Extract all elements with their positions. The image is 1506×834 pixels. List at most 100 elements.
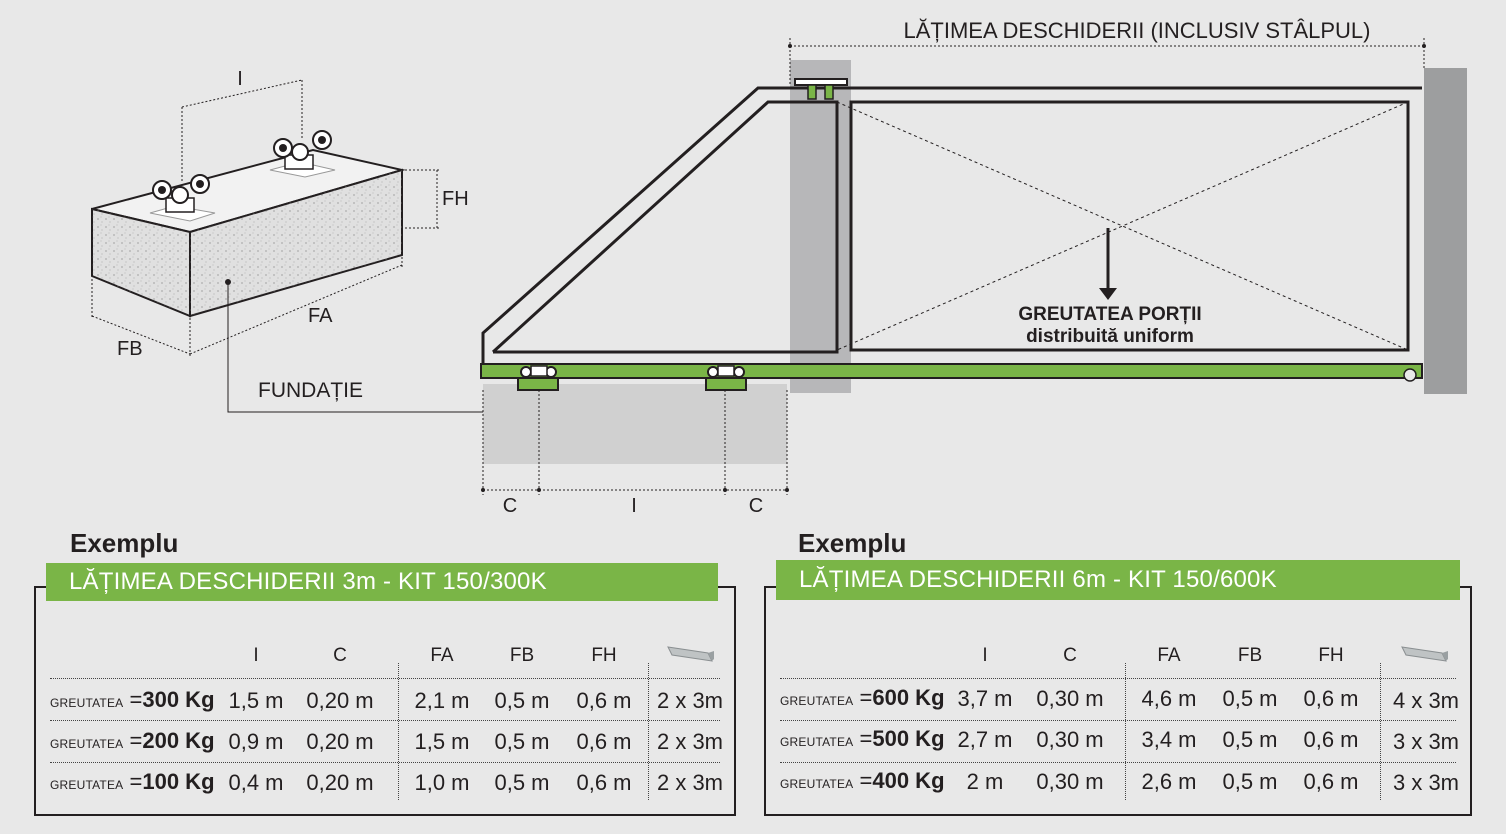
table-cell: 0,5 m bbox=[1222, 769, 1278, 794]
divider bbox=[50, 678, 720, 679]
table-cell: 2,1 m bbox=[414, 688, 470, 713]
table-cell: 0,9 m bbox=[228, 729, 284, 754]
top-guide-icon bbox=[794, 78, 848, 100]
roller-carriage-icon bbox=[149, 174, 216, 222]
weight-caption: GREUTATEA bbox=[780, 777, 854, 791]
dim-c-left: C bbox=[503, 495, 517, 517]
divider bbox=[50, 762, 720, 763]
rail-profile-icon bbox=[667, 646, 714, 662]
col-header-fa: FA bbox=[1157, 645, 1181, 666]
col-header-c: C bbox=[1063, 645, 1077, 666]
table-cell: 0,4 m bbox=[228, 770, 284, 795]
foundation-area bbox=[483, 384, 787, 464]
divider bbox=[780, 720, 1456, 721]
table-cell: 2 m bbox=[966, 769, 1004, 794]
table-cell: 1,5 m bbox=[228, 688, 284, 713]
rail-profile-icon bbox=[1401, 646, 1448, 662]
col-header-fh: FH bbox=[1318, 645, 1344, 666]
weight-value: 200 Kg bbox=[142, 728, 215, 753]
row-weight-label: GREUTATEA =300 Kg bbox=[50, 687, 215, 713]
equals-sign: = bbox=[859, 768, 873, 793]
row-weight-label: GREUTATEA =200 Kg bbox=[50, 728, 215, 754]
opening-width-label: LĂȚIMEA DESCHIDERII (INCLUSIV STÂLPUL) bbox=[904, 18, 1371, 43]
roller-carriage-icon bbox=[269, 130, 336, 178]
example-heading: Exemplu bbox=[798, 528, 907, 558]
table-title: LĂȚIMEA DESCHIDERII 3m - KIT 150/300K bbox=[46, 563, 718, 601]
col-header-c: C bbox=[333, 645, 347, 666]
table-cell: 0,30 m bbox=[1036, 769, 1104, 794]
table-cell: 0,5 m bbox=[1222, 686, 1278, 711]
table-cell: 0,6 m bbox=[576, 729, 632, 754]
divider bbox=[50, 720, 720, 721]
col-header-fh: FH bbox=[591, 645, 617, 666]
gate-diagram: I FH FA FB FUNDAȚIE LĂȚIMEA DESCHIDERII … bbox=[91, 18, 1467, 517]
example-table-1: Exemplu LĂȚIMEA DESCHIDERII 3m - KIT 150… bbox=[34, 528, 736, 816]
divider bbox=[1125, 663, 1126, 800]
col-header-fb: FB bbox=[1237, 645, 1263, 666]
table-cell: 3 x 3m bbox=[1392, 729, 1460, 754]
dim-i-top: I bbox=[237, 68, 243, 90]
dim-fa: FA bbox=[308, 305, 333, 327]
roller-right-icon bbox=[705, 365, 747, 391]
gate-weight-sublabel: distribuită uniform bbox=[1026, 326, 1194, 347]
guide-pillar bbox=[790, 60, 851, 393]
equals-sign: = bbox=[129, 769, 143, 794]
row-weight-label: GREUTATEA =500 Kg bbox=[780, 726, 945, 752]
weight-value: 600 Kg bbox=[872, 685, 945, 710]
equals-sign: = bbox=[129, 728, 143, 753]
table-cell: 1,5 m bbox=[414, 729, 470, 754]
dim-c-right: C bbox=[749, 495, 763, 517]
weight-value: 500 Kg bbox=[872, 726, 945, 751]
table-cell: 2,7 m bbox=[957, 727, 1013, 752]
weight-value: 300 Kg bbox=[142, 687, 215, 712]
gate-weight-label: GREUTATEA PORȚII bbox=[1018, 304, 1201, 325]
table-cell: 0,6 m bbox=[1303, 769, 1359, 794]
col-header-i: I bbox=[982, 645, 988, 666]
table-cell: 3,7 m bbox=[957, 686, 1013, 711]
table-cell: 0,5 m bbox=[494, 770, 550, 795]
col-header-fb: FB bbox=[509, 645, 535, 666]
table-cell: 0,20 m bbox=[306, 729, 374, 754]
divider bbox=[780, 762, 1456, 763]
table-cell: 0,6 m bbox=[1303, 727, 1359, 752]
row-weight-label: GREUTATEA =600 Kg bbox=[780, 685, 945, 711]
table-cell: 0,30 m bbox=[1036, 686, 1104, 711]
table-cell: 4 x 3m bbox=[1392, 688, 1460, 713]
table-frame bbox=[764, 586, 1472, 816]
table-cell: 0,5 m bbox=[1222, 727, 1278, 752]
weight-caption: GREUTATEA bbox=[50, 778, 124, 792]
table-cell: 2 x 3m bbox=[656, 729, 724, 754]
table-cell: 4,6 m bbox=[1141, 686, 1197, 711]
roller-left-icon bbox=[517, 365, 559, 391]
table-cell: 2,6 m bbox=[1141, 769, 1197, 794]
weight-caption: GREUTATEA bbox=[780, 735, 854, 749]
table-cell: 1,0 m bbox=[414, 770, 470, 795]
divider bbox=[648, 663, 649, 800]
table-cell: 0,20 m bbox=[306, 770, 374, 795]
divider bbox=[780, 678, 1456, 679]
table-cell: 0,6 m bbox=[576, 770, 632, 795]
col-header-fa: FA bbox=[430, 645, 454, 666]
table-cell: 0,5 m bbox=[494, 729, 550, 754]
divider bbox=[1380, 663, 1381, 800]
table-cell: 0,5 m bbox=[494, 688, 550, 713]
weight-caption: GREUTATEA bbox=[780, 694, 854, 708]
col-header-i: I bbox=[253, 645, 259, 666]
foundation-label: FUNDAȚIE bbox=[258, 379, 363, 402]
weight-value: 400 Kg bbox=[872, 768, 945, 793]
row-weight-label: GREUTATEA =100 Kg bbox=[50, 769, 215, 795]
table-cell: 0,20 m bbox=[306, 688, 374, 713]
equals-sign: = bbox=[129, 687, 143, 712]
table-cell: 0,30 m bbox=[1036, 727, 1104, 752]
table-cell: 3 x 3m bbox=[1392, 770, 1460, 795]
table-cell: 0,6 m bbox=[576, 688, 632, 713]
example-heading: Exemplu bbox=[70, 528, 179, 558]
dim-fb: FB bbox=[117, 338, 143, 360]
dim-i-bottom: I bbox=[631, 495, 637, 517]
dim-fh: FH bbox=[442, 188, 469, 210]
weight-caption: GREUTATEA bbox=[50, 696, 124, 710]
equals-sign: = bbox=[859, 685, 873, 710]
table-cell: 2 x 3m bbox=[656, 688, 724, 713]
table-cell: 2 x 3m bbox=[656, 770, 724, 795]
weight-value: 100 Kg bbox=[142, 769, 215, 794]
